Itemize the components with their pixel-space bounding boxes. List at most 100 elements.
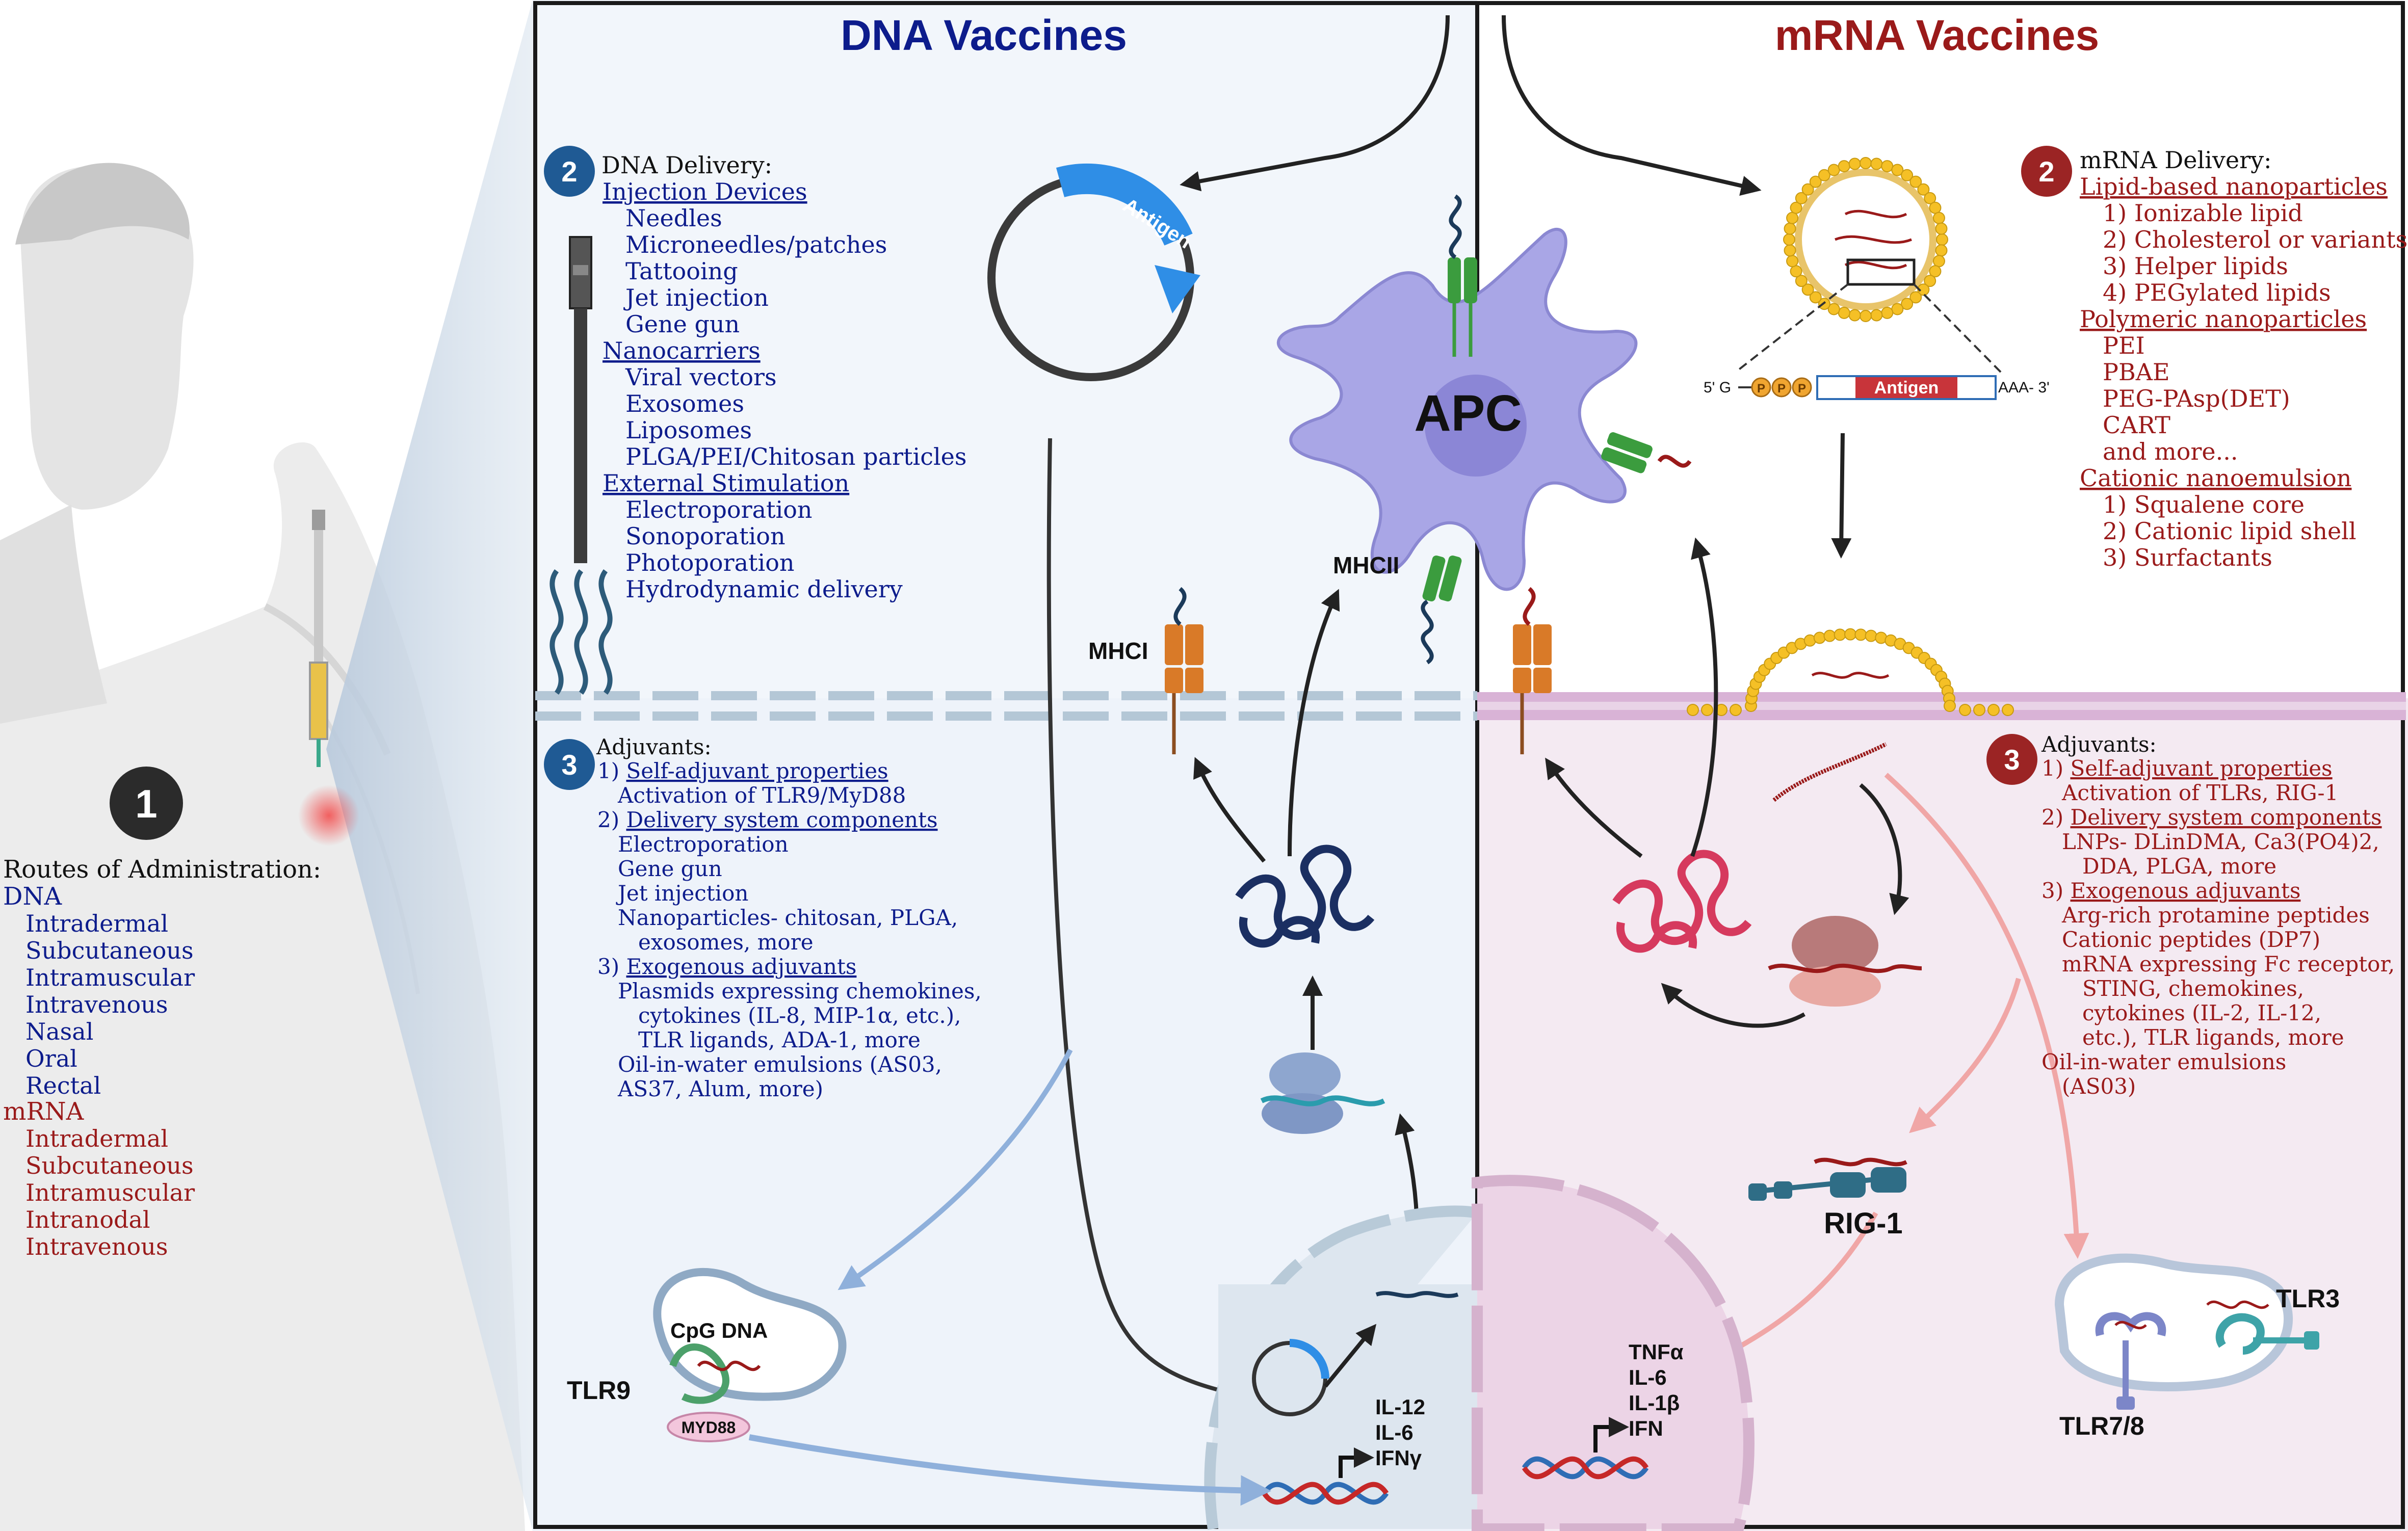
adjuvant-line: 3) Exogenous adjuvants (597, 954, 856, 979)
delivery-item: Needles (625, 204, 722, 232)
adjuvant-line: cytokines (IL-8, MIP-1α, etc.), (638, 1003, 961, 1028)
step-1-badge: 1 (110, 767, 183, 840)
cytokine-label: IL-6 (1629, 1365, 1667, 1389)
mrna-adjuvants-title: Adjuvants: (2041, 732, 2157, 757)
delivery-item: PBAE (2103, 358, 2170, 386)
mhcii-receptor-icon (1421, 555, 1462, 665)
adjuvant-line: LNPs- DLinDMA, Ca3(PO4)2, (2062, 829, 2379, 854)
cpg-dna-label: CpG DNA (670, 1318, 768, 1342)
dna-gene-arrow (1339, 1447, 1374, 1478)
route-item: Rectal (25, 1072, 101, 1099)
delivery-item: CART (2103, 411, 2170, 439)
apc-cell: APC (1276, 227, 1638, 591)
arrow-myd88-to-nucleus (748, 1434, 1271, 1506)
lnp-membrane-fusion-icon (1687, 628, 2014, 716)
adjuvant-line: AS37, Alum, more) (617, 1076, 823, 1101)
adjuvant-line: 3) Exogenous adjuvants (2041, 878, 2300, 903)
routes-mrna-label: mRNA (3, 1097, 85, 1126)
tlr3-label: TLR3 (2276, 1284, 2340, 1313)
adjuvant-line: Oil-in-water emulsions (2041, 1049, 2286, 1074)
route-item: Intravenous (25, 1233, 168, 1260)
small-plasmid-icon (1252, 1339, 1329, 1416)
route-item: Intramuscular (25, 964, 195, 991)
adjuvant-line: 1) Self-adjuvant properties (2041, 756, 2333, 781)
route-item: Intradermal (25, 910, 168, 937)
delivery-item: Electroporation (625, 496, 813, 523)
adjuvant-line: Nanoparticles- chitosan, PLGA, (618, 905, 958, 930)
delivery-item: 3) Surfactants (2103, 544, 2272, 571)
dna-routes-list: IntradermalSubcutaneousIntramuscularIntr… (25, 910, 195, 1099)
adjuvant-line: Arg-rich protamine peptides (2061, 903, 2370, 928)
dna-vaccines-title: DNA Vaccines (841, 11, 1127, 59)
delivery-item: 2) Cationic lipid shell (2103, 517, 2357, 545)
lnp-inner-mrna (1835, 209, 1912, 270)
adjuvant-line: (AS03) (2062, 1074, 2136, 1099)
adjuvant-line: STING, chemokines, (2082, 976, 2304, 1001)
five-prime-label: 5' G (1704, 379, 1731, 396)
adjuvant-line: 2) Delivery system components (597, 807, 938, 832)
route-item: Intradermal (25, 1125, 168, 1152)
delivery-item: Photoporation (625, 549, 795, 576)
svg-text:2: 2 (561, 155, 577, 188)
hydrodynamic-waves-icon (549, 569, 613, 695)
cytokine-label: TNFα (1629, 1340, 1684, 1364)
three-prime-label: AAA- 3' (1998, 379, 2050, 396)
adjuvant-line: 2) Delivery system components (2041, 805, 2382, 830)
mhci-label: MHCI (1088, 638, 1148, 664)
delivery-item: PEG-PAsp(DET) (2103, 385, 2290, 412)
ribosome-icon-mrna (1768, 916, 1922, 1007)
delivery-group-heading: Polymeric nanoparticles (2080, 305, 2367, 333)
delivery-item: Tattooing (625, 257, 738, 285)
delivery-item: Sonoporation (625, 522, 786, 550)
delivery-item: 3) Helper lipids (2103, 252, 2288, 280)
adjuvant-line: mRNA expressing Fc receptor, (2062, 952, 2395, 976)
protein-icon (1235, 844, 1375, 948)
mhcii-label: MHCII (1333, 552, 1399, 578)
nuclear-mrna-strand (1375, 1291, 1459, 1298)
cytokine-label: IL-6 (1375, 1420, 1414, 1444)
arrow-protein-to-apc (1288, 589, 1340, 857)
mrna-gene-arrow (1593, 1417, 1629, 1453)
lnp-zoom-box (1846, 258, 1916, 286)
arrow-protein-to-mhci-m (1545, 757, 1643, 858)
adjuvant-line: TLR ligands, ADA-1, more (638, 1027, 921, 1052)
cytokine-label: IFNγ (1375, 1446, 1422, 1470)
dna-helix-icon (1262, 1482, 1389, 1505)
adjuvant-line: Gene gun (618, 856, 722, 881)
cytokine-label: IL-12 (1375, 1395, 1425, 1419)
arrow-transcription (1323, 1324, 1377, 1388)
route-item: Intramuscular (25, 1179, 195, 1206)
adjuvant-line: Oil-in-water emulsions (AS03, (618, 1052, 942, 1077)
rig1-label: RIG-1 (1824, 1207, 1903, 1240)
delivery-item: 1) Squalene core (2103, 491, 2305, 518)
delivery-group-heading: Lipid-based nanoparticles (2080, 173, 2388, 200)
adjuvant-line: Cationic peptides (DP7) (2062, 927, 2320, 952)
svg-text:P: P (1757, 382, 1765, 395)
mhci-receptor-icon-mrna (1513, 587, 1552, 754)
arrow-protein-to-apc-m (1690, 537, 1718, 857)
arrow-protein-to-mhci (1193, 757, 1266, 863)
delivery-item: Exosomes (625, 390, 744, 417)
dna-delivery-badge: 2 (544, 146, 595, 197)
mrna-adjuvant-badge: 3 (1986, 734, 2037, 785)
ribosome-icon (1260, 1052, 1385, 1134)
route-item: Oral (25, 1045, 77, 1072)
delivery-item: Liposomes (625, 416, 752, 444)
mrna-delivery-title: mRNA Delivery: (2080, 146, 2272, 174)
delivery-item: Gene gun (625, 310, 740, 338)
protein-icon-mrna (1612, 850, 1752, 953)
needle-icon (569, 236, 592, 563)
delivery-group-heading: External Stimulation (603, 469, 849, 497)
step-1-number: 1 (135, 781, 157, 826)
svg-text:3: 3 (561, 749, 577, 781)
adjuvant-line: cytokines (IL-2, IL-12, (2082, 1000, 2321, 1025)
adjuvant-line: Activation of TLR9/MyD88 (617, 783, 906, 808)
delivery-item: 4) PEGylated lipids (2103, 279, 2331, 306)
arrow-lnp-down (1831, 433, 1852, 559)
routes-title: Routes of Administration: (3, 855, 321, 884)
delivery-group-heading: Injection Devices (603, 178, 807, 205)
